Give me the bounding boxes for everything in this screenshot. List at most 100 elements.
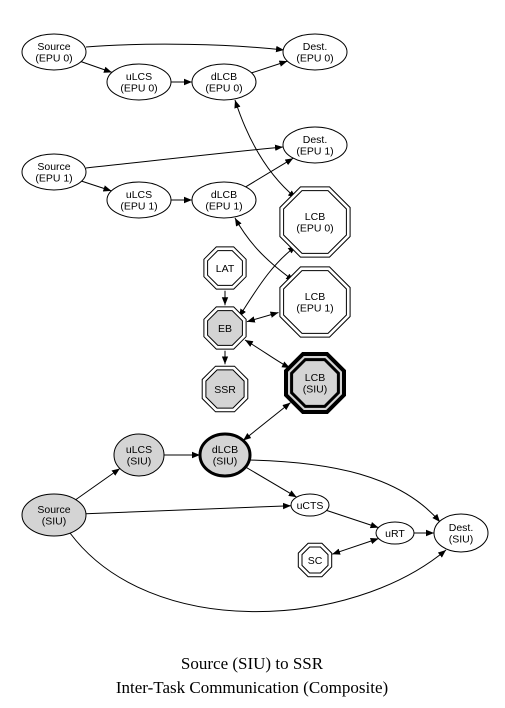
node-dest0: Dest.(EPU 0): [282, 33, 348, 71]
edge-dlcb0-dest0: [251, 60, 288, 74]
node-label: uCTS: [297, 500, 324, 512]
node-shape-ellipse: [21, 493, 87, 537]
node-label: (SIU): [449, 534, 474, 546]
node-shape-ellipse: [282, 33, 348, 71]
node-label: LCB: [305, 211, 325, 223]
edge-srcsiu-destsiu: [69, 532, 447, 613]
node-label: Source: [37, 41, 70, 53]
node-dest1: Dest.(EPU 1): [282, 126, 348, 164]
edge-eb-lcb1: [246, 311, 279, 323]
node-label: Source: [37, 504, 70, 516]
node-ulcs0: uLCS(EPU 0): [106, 63, 172, 101]
node-destsiu: Dest.(SIU): [433, 513, 489, 553]
node-shape-octagon-inner: [207, 250, 243, 286]
edge-dlcb1-dest1: [245, 157, 294, 188]
node-label: SC: [308, 555, 323, 567]
node-label: dLCB: [211, 71, 237, 83]
node-shape-ellipse: [106, 181, 172, 219]
node-label: (EPU 0): [120, 83, 157, 95]
edge-srcsiu-ucts: [85, 502, 292, 515]
node-label: (EPU 0): [205, 83, 242, 95]
node-label: (SIU): [42, 516, 67, 528]
node-label: dLCB: [211, 189, 237, 201]
node-label: Dest.: [303, 134, 328, 146]
node-shape-ellipse: [433, 513, 489, 553]
node-shape-octagon-inner: [290, 358, 340, 408]
node-label: SSR: [214, 384, 236, 396]
node-label: (SIU): [213, 456, 238, 468]
node-label: uLCS: [126, 189, 152, 201]
node-shape-octagon-inner: [301, 546, 329, 574]
edge-dlcbsiu-ucts: [245, 466, 297, 498]
node-ulcssiu: uLCS(SIU): [113, 433, 165, 477]
node-label: (SIU): [127, 456, 152, 468]
edge-src1-dest1: [85, 144, 284, 169]
node-shape-ellipse: [282, 126, 348, 164]
node-src0: Source(EPU 0): [21, 33, 87, 71]
node-label: (EPU 1): [35, 173, 72, 185]
edge-eb-lcbsiu: [244, 339, 291, 369]
edge-src0-ulcs0: [80, 61, 113, 73]
node-shape-ellipse: [375, 521, 415, 545]
node-label: uLCS: [126, 444, 152, 456]
node-dlcb0: dLCB(EPU 0): [191, 63, 257, 101]
node-label: Dest.: [449, 522, 474, 534]
node-src1: Source(EPU 1): [21, 153, 87, 191]
node-shape-octagon-inner: [283, 270, 347, 334]
node-label: (EPU 1): [120, 201, 157, 213]
node-label: Source: [37, 161, 70, 173]
node-label: LAT: [216, 263, 235, 275]
node-label: (EPU 1): [296, 303, 333, 315]
node-ucts: uCTS: [290, 493, 330, 517]
node-label: (EPU 1): [296, 146, 333, 158]
edge-sc-urt: [331, 538, 379, 555]
edge-src0-dest0: [85, 43, 285, 53]
node-label: LCB: [305, 372, 325, 384]
node-urt: uRT: [375, 521, 415, 545]
node-shape-ellipse: [191, 63, 257, 101]
node-label: EB: [218, 323, 232, 335]
edge-ucts-urt: [326, 509, 379, 529]
node-label: uRT: [385, 528, 405, 540]
node-lcb0: LCB(EPU 0): [279, 186, 351, 258]
node-dlcb1: dLCB(EPU 1): [191, 181, 257, 219]
node-label: (EPU 1): [205, 201, 242, 213]
edge-eb-lcb0: [238, 245, 297, 318]
node-label: LCB: [305, 291, 325, 303]
node-label: (SIU): [303, 384, 328, 396]
edge-src1-ulcs1: [81, 180, 112, 192]
node-lcb1: LCB(EPU 1): [279, 266, 351, 338]
node-shape-ellipse: [198, 432, 252, 478]
node-eb: EB: [203, 306, 247, 350]
edge-srcsiu-ulcssiu: [75, 468, 121, 501]
caption-subtitle: Inter-Task Communication (Composite): [116, 678, 388, 697]
node-label: dLCB: [212, 444, 238, 456]
edge-dlcbsiu-destsiu: [249, 459, 441, 523]
node-shape-octagon-inner: [205, 369, 245, 409]
node-shape-ellipse: [290, 493, 330, 517]
node-sc: SC: [297, 542, 333, 578]
node-lat: LAT: [203, 246, 247, 290]
node-ssr: SSR: [201, 365, 249, 413]
edges-layer: [69, 43, 447, 613]
node-shape-ellipse: [21, 33, 87, 71]
node-shape-octagon-outer: [284, 352, 346, 414]
node-label: (EPU 0): [296, 223, 333, 235]
node-srcsiu: Source(SIU): [21, 493, 87, 537]
node-shape-ellipse: [21, 153, 87, 191]
node-label: (EPU 0): [35, 53, 72, 65]
node-shape-octagon-inner: [207, 310, 243, 346]
node-shape-ellipse: [113, 433, 165, 477]
node-shape-ellipse: [106, 63, 172, 101]
node-shape-ellipse: [191, 181, 257, 219]
node-label: (EPU 0): [296, 53, 333, 65]
node-label: uLCS: [126, 71, 152, 83]
nodes-layer: Source(EPU 0)Dest.(EPU 0)uLCS(EPU 0)dLCB…: [21, 33, 489, 578]
node-ulcs1: uLCS(EPU 1): [106, 181, 172, 219]
caption-title: Source (SIU) to SSR: [181, 654, 324, 673]
edge-dlcb0-lcb0: [234, 99, 297, 199]
node-shape-octagon-inner: [283, 190, 347, 254]
node-lcbsiu: LCB(SIU): [284, 352, 346, 414]
node-label: Dest.: [303, 41, 328, 53]
